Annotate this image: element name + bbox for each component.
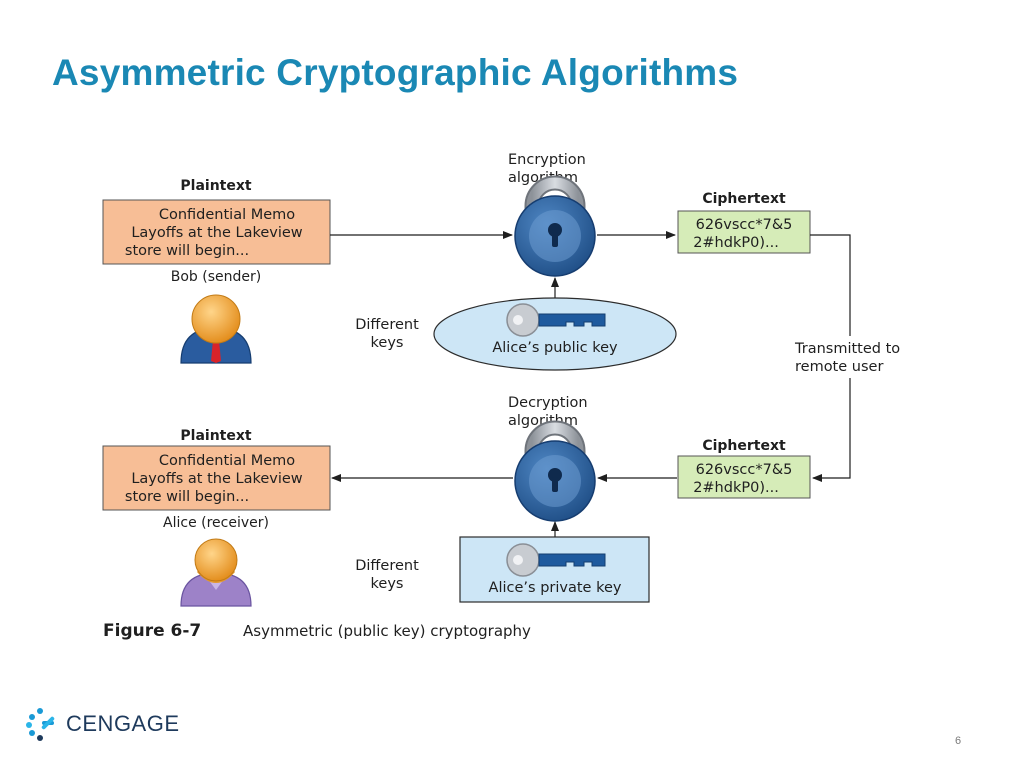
public-key-icon [506, 303, 606, 337]
bottom-plaintext-line: store will begin... [125, 489, 249, 505]
decryption-lock-icon [514, 420, 596, 522]
decryption-label-line: Decryption [508, 395, 588, 411]
bottom-ciphertext-box: 626vscc*7&5 2#hdkP0)... [677, 455, 811, 499]
top-plaintext-line: Layoffs at the Lakeview [131, 225, 302, 241]
encryption-label-line: Encryption [508, 152, 586, 168]
figure-number: Figure 6-7 [103, 621, 201, 641]
private-key-label: Alice’s private key [489, 580, 622, 596]
top-plaintext-box: Confidential Memo Layoffs at the Lakevie… [102, 199, 331, 265]
figure-caption: Asymmetric (public key) cryptography [243, 622, 531, 640]
cengage-logo: CENGAGE [26, 707, 180, 741]
asymmetric-crypto-diagram: Plaintext Confidential Memo Layoffs at t… [102, 152, 901, 641]
public-key-ellipse: Alice’s public key [433, 297, 677, 371]
transmit-label-line: Transmitted to [794, 341, 900, 357]
cengage-logo-mark-icon [26, 708, 55, 741]
top-plaintext-line: Confidential Memo [159, 207, 295, 223]
top-ciphertext-box: 626vscc*7&5 2#hdkP0)... [677, 210, 811, 254]
encryption-lock-icon [514, 175, 596, 277]
bottom-plaintext-heading: Plaintext [180, 428, 251, 444]
bottom-plaintext-box: Confidential Memo Layoffs at the Lakevie… [102, 445, 331, 511]
top-ciphertext-line: 626vscc*7&5 [696, 217, 793, 233]
receiver-label: Alice (receiver) [163, 515, 269, 531]
top-ciphertext-line: 2#hdkP0)... [693, 235, 779, 251]
bottom-ciphertext-heading: Ciphertext [702, 438, 786, 454]
transmit-label-line: remote user [795, 359, 883, 375]
receiver-avatar [180, 538, 252, 607]
top-plaintext-line: store will begin... [125, 243, 249, 259]
top-keys-label-line: Different [355, 317, 419, 333]
top-plaintext-heading: Plaintext [180, 178, 251, 194]
slide-title: Asymmetric Cryptographic Algorithms [52, 52, 739, 93]
bottom-keys-label-line: keys [371, 576, 404, 592]
bottom-ciphertext-line: 626vscc*7&5 [696, 462, 793, 478]
bottom-plaintext-line: Confidential Memo [159, 453, 295, 469]
top-ciphertext-heading: Ciphertext [702, 191, 786, 207]
sender-label: Bob (sender) [171, 269, 261, 285]
bottom-plaintext-line: Layoffs at the Lakeview [131, 471, 302, 487]
private-key-box: Alice’s private key [459, 536, 650, 603]
top-keys-label-line: keys [371, 335, 404, 351]
cengage-logo-text: CENGAGE [66, 711, 180, 736]
sender-avatar [180, 294, 252, 364]
bottom-keys-label-line: Different [355, 558, 419, 574]
page-number: 6 [955, 735, 962, 747]
private-key-icon [506, 543, 606, 577]
public-key-label: Alice’s public key [492, 340, 618, 356]
bottom-ciphertext-line: 2#hdkP0)... [693, 480, 779, 496]
